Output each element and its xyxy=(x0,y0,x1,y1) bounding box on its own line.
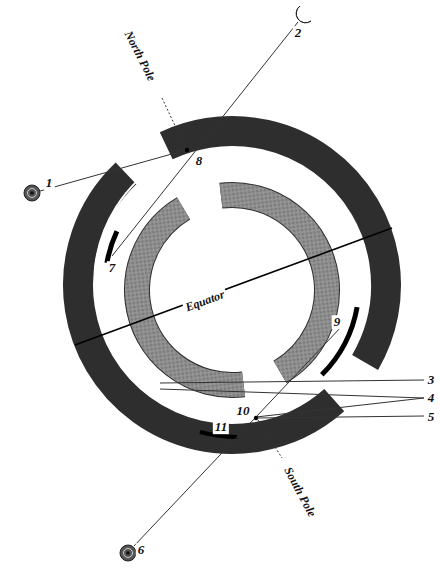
outer-shell-edge xyxy=(56,109,408,461)
lit-strip xyxy=(322,307,357,375)
sight-line xyxy=(40,150,186,191)
sight-line xyxy=(134,326,342,546)
point-mark xyxy=(254,416,258,420)
axis-label: North Pole xyxy=(121,27,159,85)
south-axis-line xyxy=(258,420,282,458)
callout-number: 10 xyxy=(235,404,252,418)
callout-number: 2 xyxy=(293,26,304,40)
sight-line xyxy=(256,398,424,417)
callout-number: 1 xyxy=(44,176,55,190)
point-mark xyxy=(185,148,189,152)
shell-lining xyxy=(95,161,163,268)
callout-number: 6 xyxy=(136,543,147,557)
sight-line xyxy=(160,380,424,383)
callout-number: 8 xyxy=(194,154,205,168)
callout-number: 9 xyxy=(332,315,343,329)
sun-symbol xyxy=(120,545,136,561)
callout-number: 3 xyxy=(426,373,437,387)
axis-label: South Pole xyxy=(281,463,320,520)
lit-strip xyxy=(107,231,117,263)
callout-number: 7 xyxy=(107,261,118,275)
callout-number: 5 xyxy=(426,410,437,424)
callout-number: 4 xyxy=(426,391,437,405)
sight-line xyxy=(112,22,298,256)
callout-number: 11 xyxy=(213,420,229,434)
sight-line xyxy=(160,389,424,398)
axis-label: Equator xyxy=(182,287,228,314)
equator-line xyxy=(75,228,392,345)
sun-symbol xyxy=(24,185,40,201)
north-axis-line xyxy=(162,98,186,149)
sight-line xyxy=(256,416,424,418)
moon-symbol xyxy=(296,6,311,23)
